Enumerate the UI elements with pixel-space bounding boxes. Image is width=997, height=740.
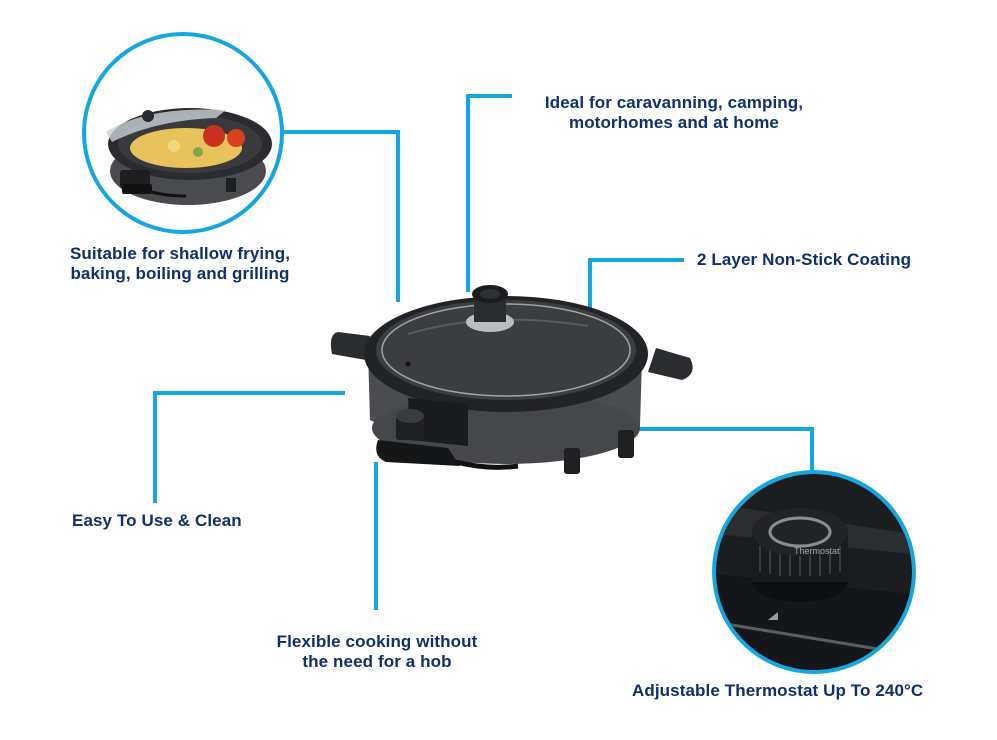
- feature-easy: Easy To Use & Clean: [72, 511, 242, 530]
- electric-pan-illustration: [330, 285, 693, 474]
- feature-portable: Ideal for caravanning, camping, motorhom…: [544, 93, 804, 132]
- feature-thermostat: Adjustable Thermostat Up To 240°C: [632, 681, 924, 700]
- feature-flexible: Flexible cooking without the need for a …: [276, 632, 478, 671]
- inset-circle-thermostat: Thermostat: [712, 470, 916, 674]
- dial-label: Thermostat: [794, 546, 840, 556]
- pan-with-food-illustration: [106, 108, 272, 205]
- feature-versatile: Suitable for shallow frying, baking, boi…: [69, 244, 291, 283]
- thermostat-dial-illustration: Thermostat: [716, 474, 912, 670]
- inset-circle-food: [82, 32, 284, 234]
- feature-coating: 2 Layer Non-Stick Coating: [697, 250, 912, 269]
